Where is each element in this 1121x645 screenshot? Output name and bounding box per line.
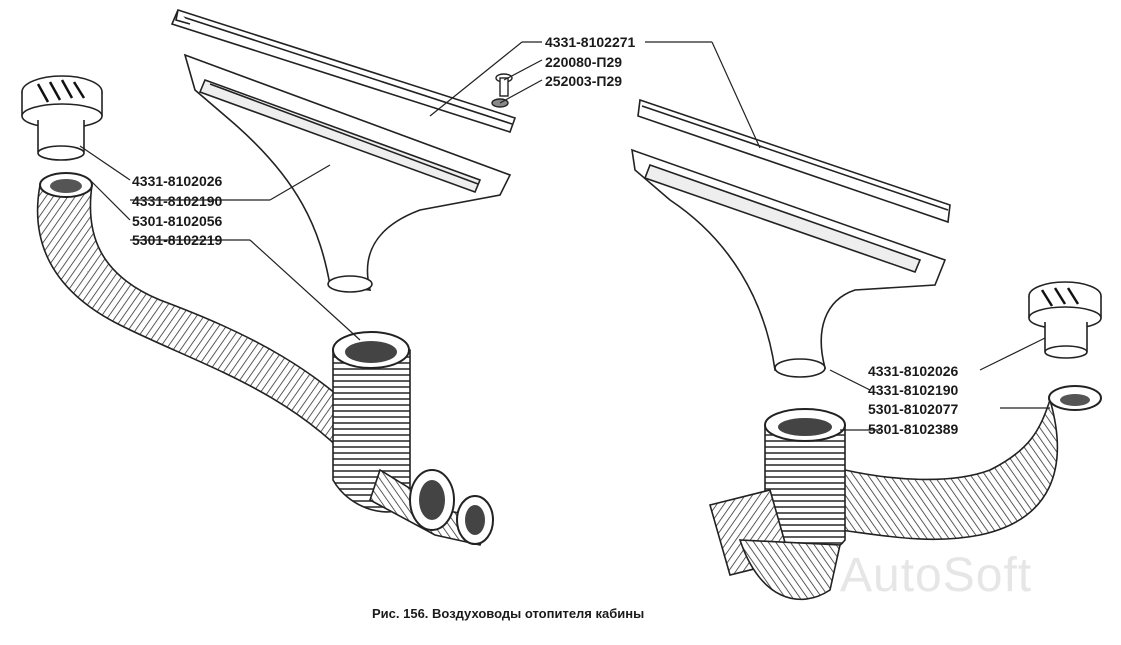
- part-label-5301-8102077: 5301-8102077: [868, 401, 959, 417]
- part-label-right-4331-8102026: 4331-8102026: [868, 363, 959, 379]
- part-label-left-4331-8102190: 4331-8102190: [132, 193, 223, 209]
- right-deflector-nozzle: [1028, 281, 1102, 359]
- figure-caption: Рис. 156. Воздуховоды отопителя кабины: [372, 606, 645, 621]
- part-label-right-4331-8102190: 4331-8102190: [868, 382, 959, 398]
- watermark: AutoSoft: [840, 549, 1033, 602]
- part-label-left-4331-8102026: 4331-8102026: [132, 173, 223, 189]
- right-cover-strip: [637, 98, 951, 224]
- left-tee-hose: [332, 331, 494, 546]
- part-label-4331-8102271: 4331-8102271: [545, 34, 636, 50]
- leader-lines: [79, 41, 1050, 431]
- left-deflector-nozzle: [21, 75, 103, 161]
- left-cover-strip: [170, 9, 517, 133]
- part-label-5301-8102219: 5301-8102219: [132, 232, 223, 248]
- right-tee-hose: [709, 408, 846, 601]
- right-long-hose: [839, 385, 1102, 541]
- part-label-252003-p29: 252003-П29: [545, 73, 623, 89]
- left-duct-funnel: [183, 53, 512, 293]
- part-label-5301-8102056: 5301-8102056: [132, 213, 223, 229]
- right-duct-funnel: [631, 148, 947, 378]
- bolt-and-washer: [491, 73, 513, 108]
- part-label-220080-p29: 220080-П29: [545, 54, 623, 70]
- part-label-5301-8102389: 5301-8102389: [868, 421, 959, 437]
